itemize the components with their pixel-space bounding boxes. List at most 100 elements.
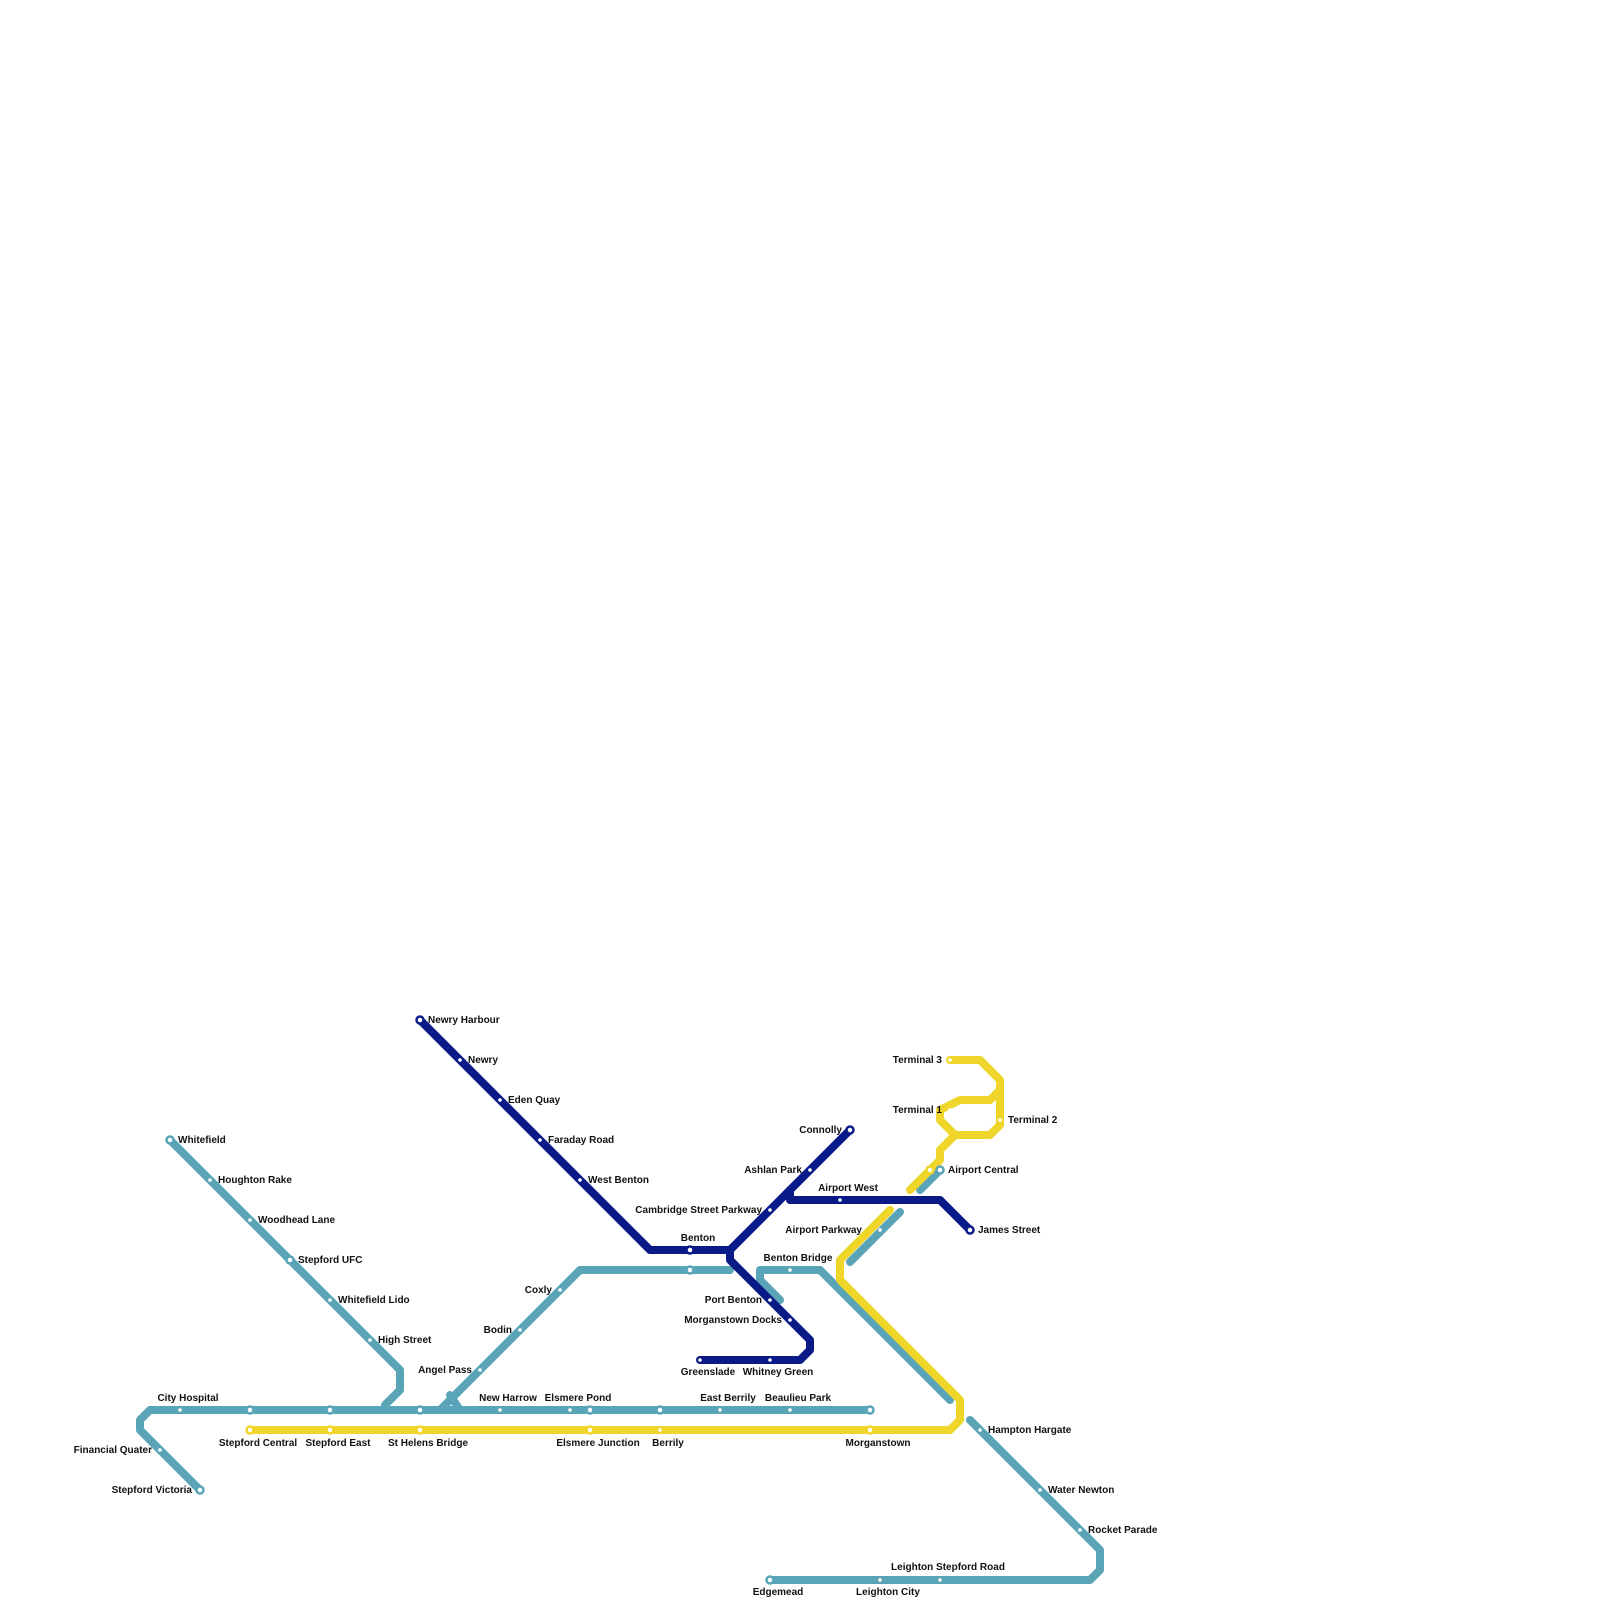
station-marker-rocket-parade[interactable] [1078, 1528, 1082, 1532]
station-marker-edgemead[interactable] [765, 1575, 775, 1585]
station-marker-financial-quater[interactable] [158, 1448, 162, 1452]
station-marker-stepford-east[interactable] [325, 1425, 335, 1435]
teal-line-hampton-branch[interactable] [816, 1266, 954, 1404]
station-label-elsmere-junction[interactable]: Elsmere Junction [556, 1438, 639, 1449]
station-marker-new-harrow[interactable] [498, 1408, 502, 1412]
station-marker-bodin[interactable] [518, 1328, 522, 1332]
station-label-houghton-rake[interactable]: Houghton Rake [218, 1175, 292, 1186]
station-marker-morganstown-docks[interactable] [788, 1318, 792, 1322]
station-label-west-benton[interactable]: West Benton [588, 1175, 649, 1186]
station-marker-eden-quay[interactable] [498, 1098, 502, 1102]
station-marker-newry[interactable] [458, 1058, 462, 1062]
station-label-stepford-east[interactable]: Stepford East [305, 1438, 371, 1449]
station-marker-whitney-green[interactable] [768, 1358, 772, 1362]
station-label-bodin[interactable]: Bodin [484, 1325, 512, 1336]
station-marker-airport-west[interactable] [838, 1198, 842, 1202]
station-marker-hampton-hargate[interactable] [978, 1428, 982, 1432]
station-marker-terminal-1[interactable] [948, 1108, 952, 1112]
station-label-edgemead[interactable]: Edgemead [753, 1587, 804, 1598]
station-label-beaulieu-park[interactable]: Beaulieu Park [765, 1393, 832, 1404]
station-label-morganstown-docks[interactable]: Morganstown Docks [684, 1315, 782, 1326]
station-marker-james-street[interactable] [965, 1225, 975, 1235]
station-marker-angel-pass[interactable] [478, 1368, 482, 1372]
station-marker-cambridge-street-parkway[interactable] [768, 1208, 772, 1212]
station-marker-terminal-3[interactable] [948, 1058, 952, 1062]
station-marker-berrily[interactable] [658, 1428, 662, 1432]
station-label-stepford-victoria[interactable]: Stepford Victoria [112, 1485, 193, 1496]
station-marker-port-benton[interactable] [768, 1298, 772, 1302]
navy-line-airport-west[interactable] [786, 1186, 974, 1234]
station-label-newry-harbour[interactable]: Newry Harbour [428, 1015, 500, 1026]
station-label-eden-quay[interactable]: Eden Quay [508, 1095, 561, 1106]
station-marker-stepford-victoria[interactable] [195, 1485, 205, 1495]
station-marker-morganstown[interactable] [865, 1425, 875, 1435]
teal-line-whitefield-branch[interactable] [166, 1136, 404, 1409]
station-marker-terminal-2[interactable] [998, 1118, 1002, 1122]
station-label-hampton-hargate[interactable]: Hampton Hargate [988, 1425, 1072, 1436]
station-label-leighton-stepford-road[interactable]: Leighton Stepford Road [891, 1562, 1005, 1573]
station-label-high-street[interactable]: High Street [378, 1335, 432, 1346]
station-marker-stepford-ufc[interactable] [285, 1255, 295, 1265]
station-marker-benton-bridge[interactable] [788, 1268, 792, 1272]
station-marker-airport-central[interactable] [935, 1165, 945, 1175]
station-label-whitefield[interactable]: Whitefield [178, 1135, 226, 1146]
station-marker-beaulieu-park[interactable] [788, 1408, 792, 1412]
station-marker-faraday-road[interactable] [538, 1138, 542, 1142]
station-label-morganstown[interactable]: Morganstown [846, 1438, 911, 1449]
station-label-stepford-ufc[interactable]: Stepford UFC [298, 1255, 362, 1266]
station-marker-city-hospital[interactable] [178, 1408, 182, 1412]
yellow-line-airport-link[interactable] [906, 1131, 959, 1194]
station-label-airport-parkway[interactable]: Airport Parkway [785, 1225, 862, 1236]
station-label-angel-pass[interactable]: Angel Pass [418, 1365, 472, 1376]
station-label-cambridge-street-parkway[interactable]: Cambridge Street Parkway [635, 1205, 762, 1216]
station-label-st-helens-bridge[interactable]: St Helens Bridge [388, 1438, 468, 1449]
station-marker-elsmere-junction[interactable] [585, 1425, 595, 1435]
yellow-line-main[interactable] [246, 1206, 964, 1434]
station-marker-airport-parkway[interactable] [878, 1228, 882, 1232]
station-marker-leighton-stepford-road[interactable] [938, 1578, 942, 1582]
station-marker-houghton-rake[interactable] [208, 1178, 212, 1182]
station-marker-west-benton[interactable] [578, 1178, 582, 1182]
station-marker-elsmere-pond[interactable] [568, 1408, 572, 1412]
navy-line-whitney-green[interactable] [696, 1246, 814, 1364]
teal-line-coxly-branch[interactable] [436, 1266, 734, 1414]
station-label-coxly[interactable]: Coxly [525, 1285, 553, 1296]
station-label-terminal-1[interactable]: Terminal 1 [893, 1105, 943, 1116]
station-marker-connolly[interactable] [845, 1125, 855, 1135]
teal-line-main-trunk[interactable] [136, 1406, 874, 1494]
station-label-financial-quater[interactable]: Financial Quater [74, 1445, 152, 1456]
station-marker-newry-harbour[interactable] [415, 1015, 425, 1025]
station-label-port-benton[interactable]: Port Benton [705, 1295, 762, 1306]
station-label-water-newton[interactable]: Water Newton [1048, 1485, 1114, 1496]
station-label-greenslade[interactable]: Greenslade [681, 1367, 736, 1378]
station-marker-woodhead-lane[interactable] [248, 1218, 252, 1222]
station-label-terminal-2[interactable]: Terminal 2 [1008, 1115, 1058, 1126]
station-label-benton-bridge[interactable]: Benton Bridge [764, 1253, 833, 1264]
station-marker-whitefield-lido[interactable] [328, 1298, 332, 1302]
station-label-city-hospital[interactable]: City Hospital [157, 1393, 218, 1404]
station-marker-st-helens-bridge[interactable] [415, 1425, 425, 1435]
station-label-woodhead-lane[interactable]: Woodhead Lane [258, 1215, 335, 1226]
station-label-newry[interactable]: Newry [468, 1055, 498, 1066]
station-label-rocket-parade[interactable]: Rocket Parade [1088, 1525, 1158, 1536]
station-label-east-berrily[interactable]: East Berrily [700, 1393, 756, 1404]
station-label-benton[interactable]: Benton [681, 1233, 715, 1244]
station-label-new-harrow[interactable]: New Harrow [479, 1393, 537, 1404]
station-marker-water-newton[interactable] [1038, 1488, 1042, 1492]
yellow-line-airport-loop[interactable] [936, 1056, 1004, 1139]
station-label-ashlan-park[interactable]: Ashlan Park [744, 1165, 802, 1176]
station-label-terminal-3[interactable]: Terminal 3 [893, 1055, 943, 1066]
station-label-elsmere-pond[interactable]: Elsmere Pond [545, 1393, 612, 1404]
teal-line-airport-parkway[interactable] [846, 1208, 904, 1266]
station-marker-east-berrily[interactable] [718, 1408, 722, 1412]
station-marker-stepford-central[interactable] [245, 1425, 255, 1435]
station-label-james-street[interactable]: James Street [978, 1225, 1041, 1236]
station-marker-ashlan-park[interactable] [808, 1168, 812, 1172]
station-label-airport-west[interactable]: Airport West [818, 1183, 878, 1194]
station-label-stepford-central[interactable]: Stepford Central [219, 1438, 298, 1449]
station-marker-benton[interactable] [685, 1245, 695, 1255]
station-marker-greenslade[interactable] [698, 1358, 702, 1362]
station-label-faraday-road[interactable]: Faraday Road [548, 1135, 614, 1146]
station-label-airport-central[interactable]: Airport Central [948, 1165, 1019, 1176]
station-label-whitefield-lido[interactable]: Whitefield Lido [338, 1295, 410, 1306]
